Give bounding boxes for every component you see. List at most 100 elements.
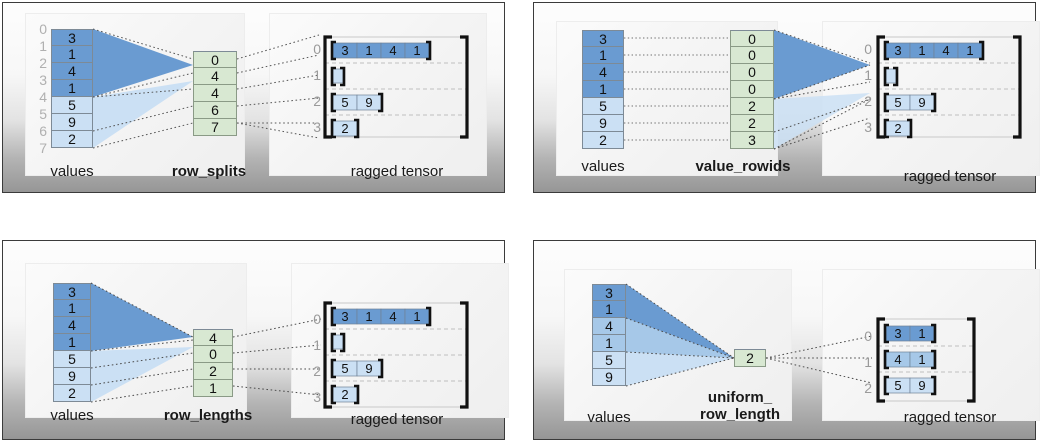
value-cell: 4 [51,63,93,80]
value-cell: 9 [582,115,624,132]
value-cell: 3 [582,30,624,47]
encoding-cell: 4 [193,68,237,85]
encoding-column: 2 [734,349,766,367]
tensor-row-label: 0 [864,328,872,344]
encoding-cell: 3 [730,132,774,149]
tensor-row-label: 1 [313,337,321,353]
tensor-row-label: 3 [313,389,321,405]
tensor-subpanel [291,263,509,418]
values-caption: values [587,409,631,426]
panel-uniform-row-length: 3 1 4 1 5 9 2 0 1 2 [533,240,1040,440]
value-cell: 2 [53,385,91,402]
tensor-caption: ragged tensor [903,409,997,426]
tensor-cell: 9 [918,378,925,393]
tensor-graphics: 3 1 4 1 5 9 2 [323,35,469,139]
encoding-cell: 2 [730,98,774,115]
value-cell: 1 [592,335,626,352]
tensor-subpanel [822,269,1040,421]
tensor-cell: 9 [918,95,925,110]
tensor-row-label: 2 [313,93,321,109]
encoding-cell: 6 [193,102,237,119]
value-cell: 3 [592,284,626,301]
tensor-cell: 4 [894,352,901,367]
value-cell: 1 [51,46,93,63]
tensor-row-label: 0 [864,41,872,57]
connector-graphics [92,28,320,149]
encoding-cell: 2 [730,115,774,132]
tensor-cell: 3 [894,43,901,58]
tensor-graphics: 3 1 4 1 5 9 2 [323,301,469,409]
tensor-caption: ragged tensor [350,411,444,428]
values-caption: values [50,163,94,180]
values-column: 3 1 4 1 5 9 2 [51,29,93,148]
panel-value-rowids: 3 1 4 1 5 9 2 [533,2,1040,193]
values-column: 3 1 4 1 5 9 2 [53,283,91,402]
encoding-cell: 0 [193,346,233,363]
tensor-cell: 1 [918,326,925,341]
value-cell: 5 [582,98,624,115]
value-cell: 2 [582,132,624,149]
encoding-column: 4 0 2 1 [193,329,233,397]
encoding-cell: 7 [193,119,237,136]
tensor-cell: 2 [341,387,348,402]
encoding-cell: 2 [193,363,233,380]
value-cell: 3 [53,283,91,300]
value-cell: 4 [582,64,624,81]
value-cell: 9 [53,368,91,385]
encoding-cell: 0 [193,51,237,68]
value-cell: 5 [53,351,91,368]
encoding-cell: 0 [730,64,774,81]
tensor-cell: 3 [894,326,901,341]
tensor-cell: 1 [365,43,372,58]
tensor-cell: 1 [413,309,420,324]
encoding-cell: 2 [734,349,766,367]
value-cell: 1 [53,334,91,351]
value-cell: 1 [582,47,624,64]
value-cell: 1 [582,81,624,98]
tensor-cell: 9 [365,361,372,376]
value-cell: 1 [53,300,91,317]
tensor-cell: 5 [341,95,348,110]
encoding-caption: uniform_ row_length [699,389,780,423]
encoding-cell: 1 [193,380,233,397]
values-column: 3 1 4 1 5 9 2 [582,30,624,149]
tensor-cell: 4 [389,43,396,58]
tensor-row-label: 2 [313,363,321,379]
value-cell: 1 [51,80,93,97]
connector-graphics [624,29,871,150]
tensor-graphics: 3 1 4 1 5 9 [876,317,976,403]
encoding-cell: 4 [193,85,237,102]
values-column: 3 1 4 1 5 9 [592,284,626,386]
value-cell: 1 [592,301,626,318]
tensor-cell: 5 [894,95,901,110]
tensor-cell: 4 [942,43,949,58]
tensor-caption: ragged tensor [350,163,444,180]
tensor-cell: 1 [918,43,925,58]
tensor-cell: 3 [341,309,348,324]
tensor-cell: 1 [918,352,925,367]
tensor-cell: 9 [365,95,372,110]
tensor-row-label: 1 [864,354,872,370]
encoding-column: 0 0 0 0 2 2 3 [730,30,774,149]
values-caption: values [50,407,94,424]
tensor-cell: 2 [341,121,348,136]
tensor-row-label: 0 [313,311,321,327]
encoding-caption: row_splits [171,163,247,180]
value-cell: 5 [51,97,93,114]
panel-row-lengths: 3 1 4 1 5 9 2 4 0 [2,240,509,440]
connector-graphics [625,283,873,387]
tensor-graphics: 3 1 4 1 5 9 2 [876,35,1022,139]
tensor-cell: 1 [966,43,973,58]
values-caption: values [581,158,625,175]
encoding-caption: value_rowids [695,158,791,175]
value-cell: 3 [51,29,93,46]
encoding-caption: row_lengths [163,407,253,424]
encoding-cell: 4 [193,329,233,346]
encoding-cell: 0 [730,81,774,98]
value-cell: 9 [592,369,626,386]
panel-row-splits: 0 1 2 3 4 5 6 7 3 1 4 1 5 9 2 [2,2,505,193]
tensor-row-label: 2 [864,93,872,109]
tensor-row-label: 1 [864,67,872,83]
tensor-cell: 1 [413,43,420,58]
